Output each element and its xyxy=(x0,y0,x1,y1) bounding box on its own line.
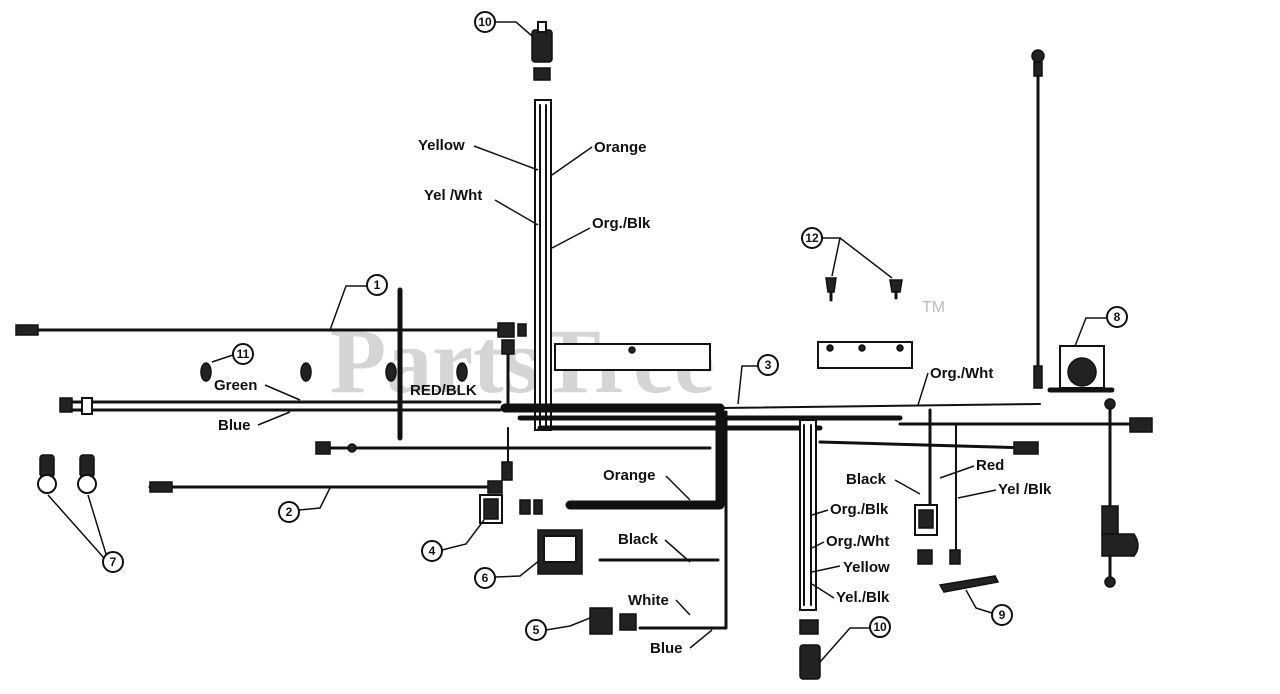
callout-3 xyxy=(757,354,779,376)
label-yel-blk-right: Yel /Blk xyxy=(998,481,1052,498)
switch-item-4 xyxy=(479,494,543,524)
callout-4 xyxy=(421,540,443,562)
callout-9 xyxy=(991,604,1013,626)
watermark-trademark: TM xyxy=(922,299,945,316)
red-blk-lead xyxy=(501,339,515,481)
mid-wire-left xyxy=(315,441,712,455)
switch-item-5 xyxy=(589,607,637,635)
callout-10-top-number: 10 xyxy=(478,15,492,29)
callout-3-number: 3 xyxy=(765,358,772,372)
label-org-wht-right: Org./Wht xyxy=(930,365,993,382)
label-green: Green xyxy=(214,377,257,394)
far-right-wire xyxy=(818,398,1153,588)
label-blue-left: Blue xyxy=(218,417,251,434)
label-org-wht-low: Org./Wht xyxy=(826,533,889,550)
callout-1-number: 1 xyxy=(374,278,381,292)
label-white: White xyxy=(628,592,669,609)
callout-8 xyxy=(1106,306,1128,328)
callout-9-number: 9 xyxy=(999,608,1006,622)
callout-2 xyxy=(278,501,300,523)
callout-2-number: 2 xyxy=(286,505,293,519)
label-org-blk-top: Org./Blk xyxy=(592,215,651,232)
callout-12-number: 12 xyxy=(805,231,819,245)
label-black-mid: Black xyxy=(618,531,659,548)
callout-10-bottom xyxy=(869,616,891,638)
ignition-assembly xyxy=(914,408,961,565)
label-orange-mid: Orange xyxy=(603,467,656,484)
label-yel-wht-top: Yel /Wht xyxy=(424,187,482,204)
clip-item-12 xyxy=(825,277,903,302)
top-connector-10 xyxy=(531,21,553,81)
label-yel-blk-low: Yel./Blk xyxy=(836,589,890,606)
vertical-harness-top xyxy=(534,99,552,431)
callout-11-number: 11 xyxy=(237,347,250,361)
callout-1 xyxy=(366,274,388,296)
callout-8-number: 8 xyxy=(1114,310,1121,324)
label-red-right: Red xyxy=(976,457,1004,474)
label-orange-top: Orange xyxy=(594,139,647,156)
green-blue-wires xyxy=(59,397,502,415)
callout-6-number: 6 xyxy=(482,571,489,585)
rod-top-right xyxy=(1031,49,1045,389)
wire-item-1 xyxy=(15,322,527,338)
label-org-blk-right: Org./Blk xyxy=(830,501,889,518)
horizontal-main-harness xyxy=(500,403,1041,431)
module-item-6 xyxy=(537,529,583,575)
label-blue-bottom: Blue xyxy=(650,640,683,657)
component-item-8 xyxy=(1047,345,1115,393)
callout-11 xyxy=(232,343,254,365)
callout-5-number: 5 xyxy=(533,623,540,637)
callout-10-bottom-number: 10 xyxy=(873,620,887,634)
bulbs-item-7 xyxy=(37,454,97,494)
label-yellow-low: Yellow xyxy=(843,559,890,576)
label-red-blk: RED/BLK xyxy=(410,382,477,399)
clip-item-11 xyxy=(200,362,468,382)
clip-item-9 xyxy=(938,575,1000,593)
callout-7-number: 7 xyxy=(110,555,117,569)
wire-item-2 xyxy=(148,480,503,494)
callout-4-number: 4 xyxy=(429,544,436,558)
label-black-right: Black xyxy=(846,471,887,488)
loop-harness xyxy=(565,403,728,630)
vertical-harness-lower xyxy=(799,419,821,680)
label-yellow-top: Yellow xyxy=(418,137,465,154)
callout-7 xyxy=(102,551,124,573)
callout-6 xyxy=(474,567,496,589)
